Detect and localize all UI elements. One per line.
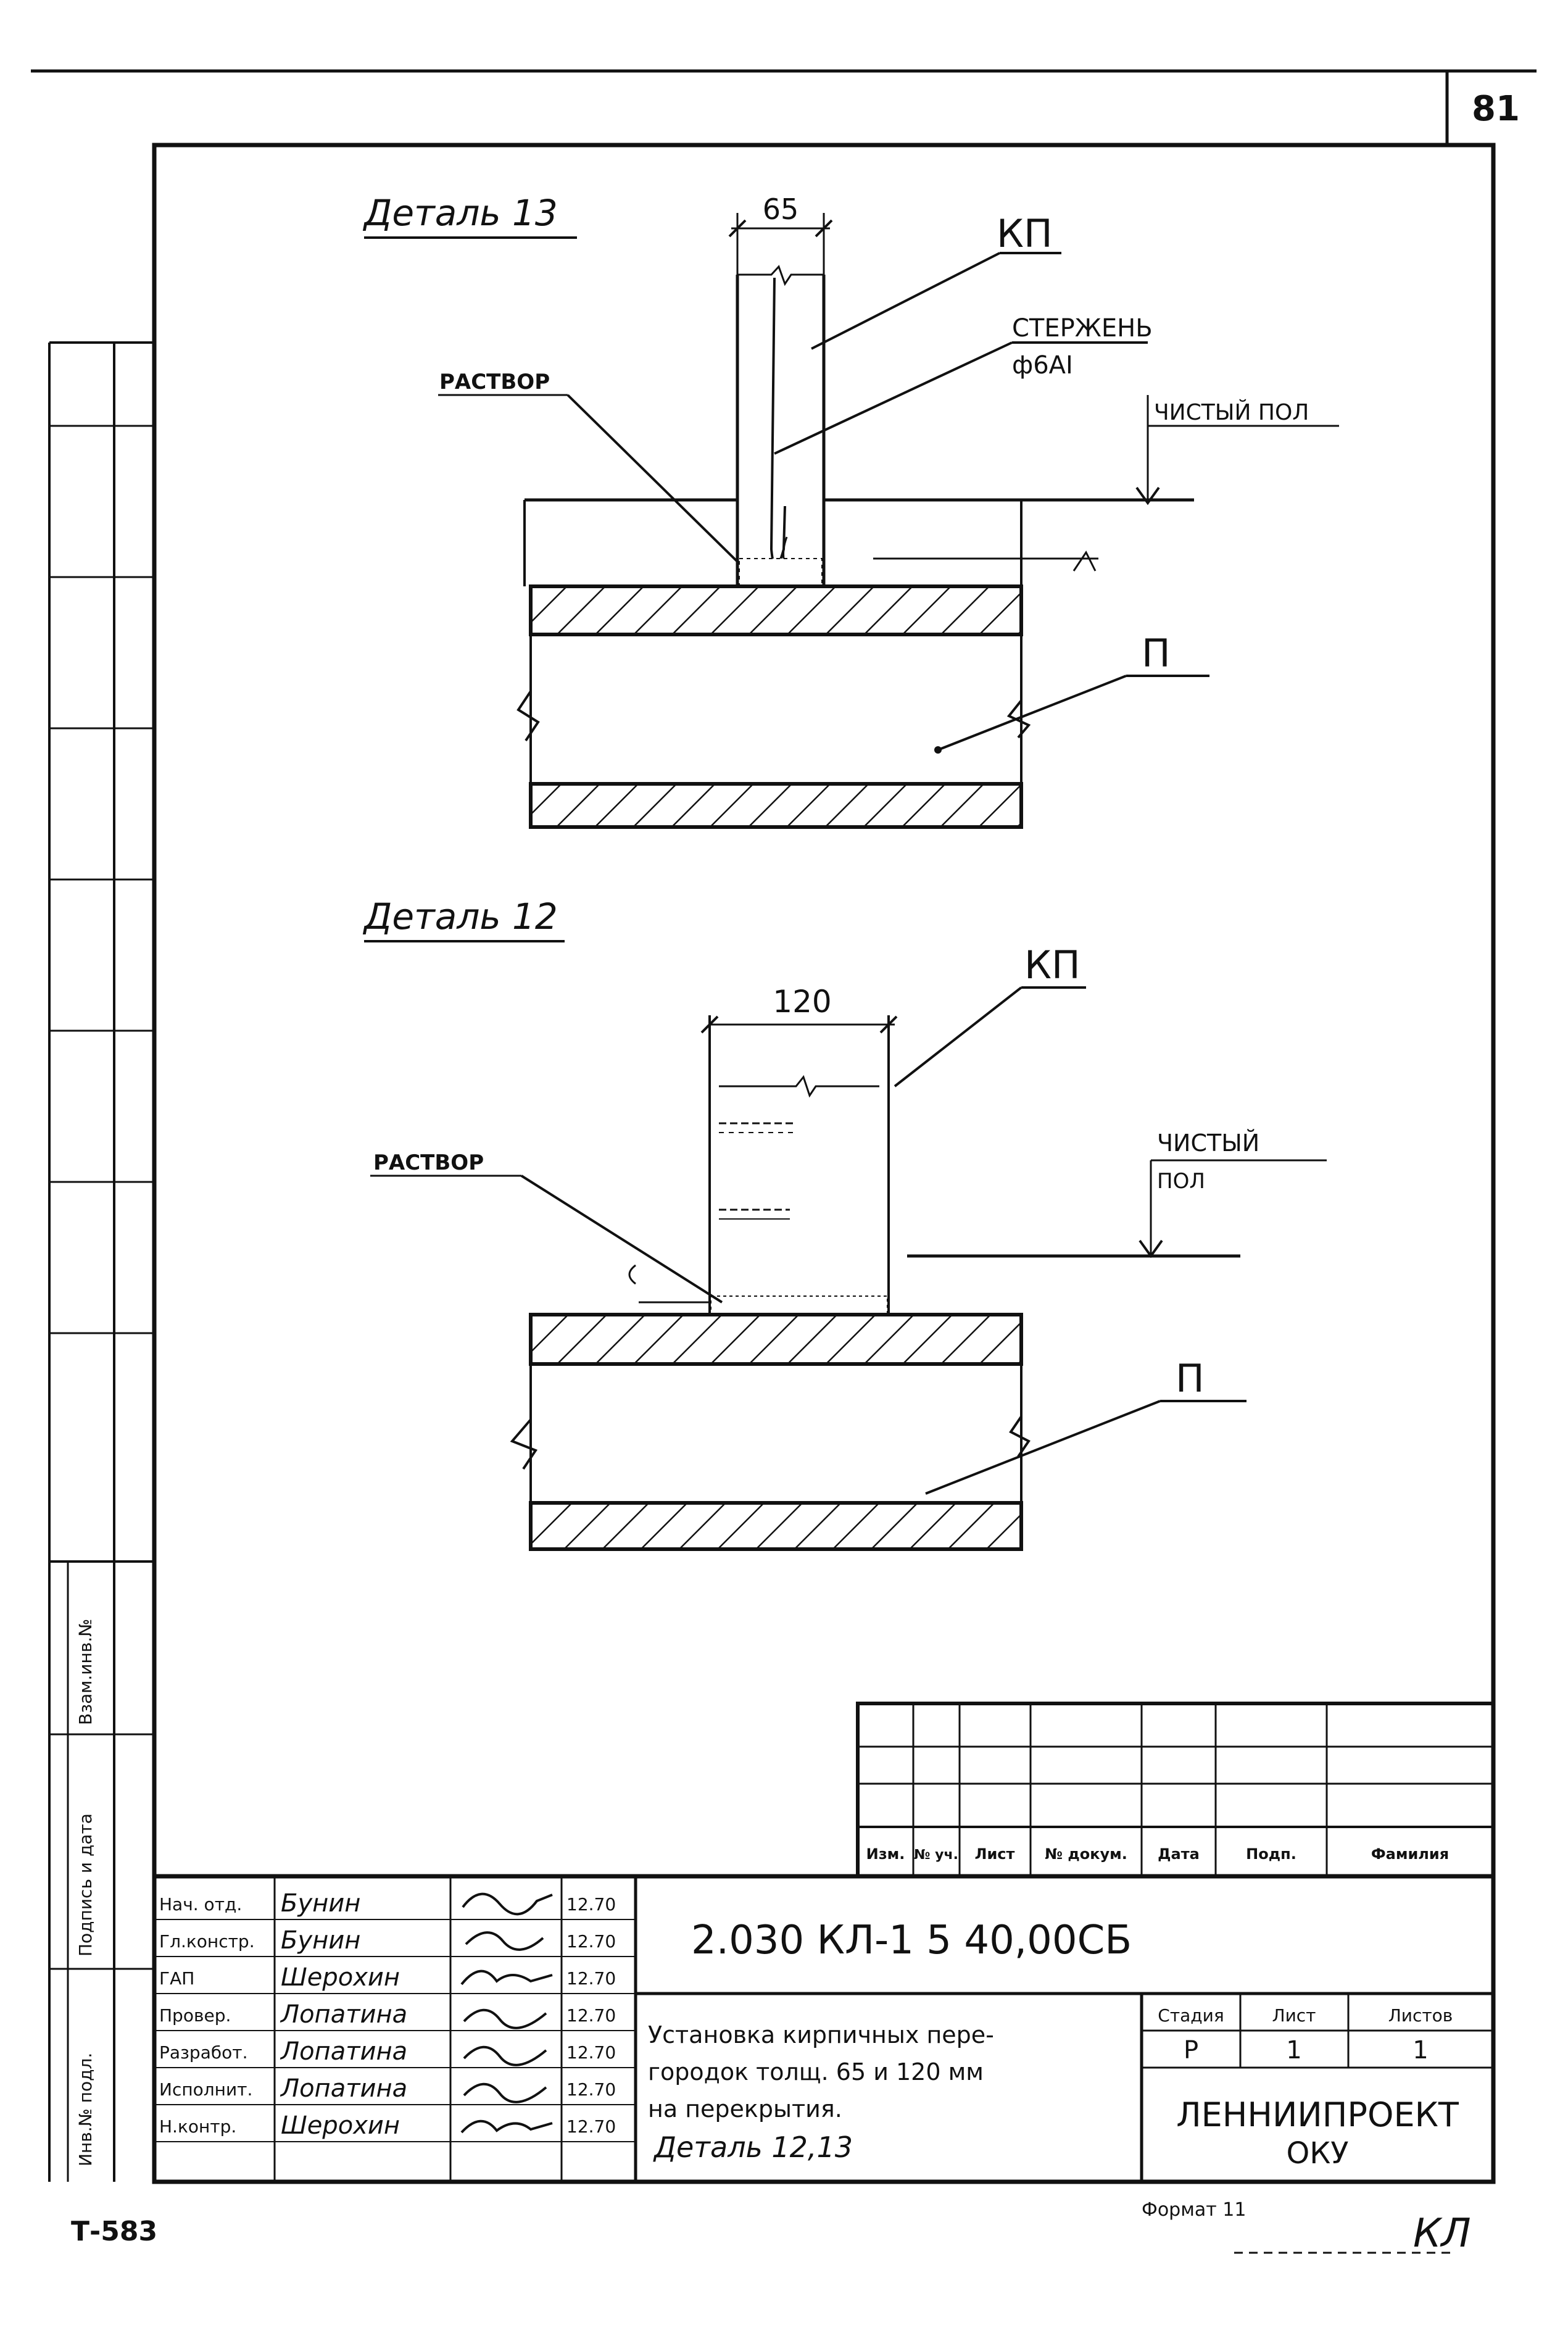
- detail-12-dimension: 120: [773, 984, 831, 1020]
- role-checked: Провер.: [159, 2005, 231, 2026]
- stage-header: Стадия: [1158, 2005, 1224, 2026]
- detail-13-label-kp: КП: [997, 211, 1053, 256]
- sheets-header: Листов: [1388, 2005, 1453, 2026]
- page-number: 81: [1472, 89, 1520, 129]
- detail-12-label-slab: П: [1176, 1356, 1205, 1401]
- detail-13-title: Деталь 13: [362, 192, 558, 234]
- detail-13-label-slab: П: [1142, 631, 1171, 676]
- date-row-2: 12.70: [566, 1931, 616, 1952]
- sheet-header: Лист: [1272, 2005, 1316, 2026]
- date-row-7: 12.70: [566, 2116, 616, 2137]
- role-gap: ГАП: [159, 1968, 194, 1989]
- name-row-2: Бунин: [281, 1926, 360, 1955]
- detail-12-label-floor-1: ЧИСТЫЙ: [1157, 1129, 1259, 1157]
- stamp-inventory-label: Инв.№ подл.: [75, 2053, 96, 2166]
- name-row-7: Шерохин: [281, 2111, 400, 2140]
- detail-13-label-rod-1: СТЕРЖЕНЬ: [1012, 314, 1153, 343]
- description-line-3: на перекрытия.: [648, 2095, 842, 2123]
- role-norm-control: Н.контр.: [159, 2116, 236, 2137]
- date-row-1: 12.70: [566, 1894, 616, 1915]
- detail-13-mortar: [739, 558, 823, 587]
- sheets-value: 1: [1412, 2036, 1428, 2065]
- inventory-stamp: Т-583: [71, 2216, 157, 2247]
- name-row-3: Шерохин: [281, 1963, 400, 1992]
- organisation-name: ЛЕННИИПРОЕКТ: [1176, 2095, 1459, 2134]
- detail-13: Деталь 13 65 КП: [362, 192, 1339, 829]
- detail-12-slab-bottom-shell: [529, 1501, 1023, 1551]
- detail-13-label-rod-2: ф6АI: [1012, 351, 1073, 380]
- name-row-1: Бунин: [281, 1889, 360, 1918]
- date-row-5: 12.70: [566, 2042, 616, 2063]
- detail-13-label-floor: ЧИСТЫЙ ПОЛ: [1154, 399, 1309, 425]
- description-line-1: Установка кирпичных пере-: [648, 2021, 994, 2048]
- name-row-4: Лопатина: [280, 2000, 407, 2029]
- date-row-3: 12.70: [566, 1968, 616, 1989]
- sheet-value: 1: [1286, 2036, 1301, 2065]
- revision-col-date: Дата: [1158, 1845, 1200, 1863]
- detail-12-slab-top-shell: [529, 1313, 1023, 1366]
- detail-13-dimension: 65: [763, 193, 799, 226]
- left-stamp-strip: [48, 341, 154, 2182]
- revision-col-change: Изм.: [866, 1845, 905, 1863]
- name-row-6: Лопатина: [280, 2074, 407, 2103]
- document-code: 2.030 КЛ-1 5 40,00СБ: [691, 1918, 1132, 1963]
- role-developed: Разработ.: [159, 2042, 247, 2063]
- detail-13-slab-top-shell: [529, 584, 1023, 636]
- stage-value: Р: [1184, 2036, 1198, 2065]
- description-line-2: городок толщ. 65 и 120 мм: [648, 2058, 984, 2086]
- stamp-replacement-label: Взам.инв.№: [75, 1619, 96, 1725]
- name-row-5: Лопатина: [280, 2037, 407, 2066]
- title-block: [152, 1874, 1496, 2184]
- detail-12: Деталь 12 120 КП РАСТВОР: [362, 896, 1327, 1551]
- description-line-4: Деталь 12,13: [653, 2131, 853, 2164]
- date-row-6: 12.70: [566, 2079, 616, 2100]
- stamp-signature-label: Подпись и дата: [75, 1813, 96, 1957]
- detail-12-mortar: [710, 1295, 888, 1315]
- detail-12-label-kp: КП: [1024, 942, 1081, 988]
- revision-col-signature: Подп.: [1246, 1845, 1296, 1863]
- corner-mark: КЛ: [1413, 2211, 1471, 2256]
- detail-13-rod: [769, 277, 786, 568]
- revision-col-surname: Фамилия: [1371, 1845, 1449, 1863]
- detail-12-label-floor-2: ПОЛ: [1157, 1169, 1205, 1194]
- organisation-dept: ОКУ: [1286, 2136, 1348, 2171]
- detail-12-title: Деталь 12: [362, 896, 558, 938]
- role-chief-designer: Гл.констр.: [159, 1931, 255, 1952]
- revision-col-sheet: Лист: [975, 1845, 1015, 1863]
- format-label: Формат 11: [1142, 2199, 1246, 2221]
- role-executed: Исполнит.: [159, 2079, 252, 2100]
- date-row-4: 12.70: [566, 2005, 616, 2026]
- detail-12-label-mortar: РАСТВОР: [373, 1150, 484, 1175]
- role-head-of-dept: Нач. отд.: [159, 1894, 242, 1915]
- revision-col-document: № докум.: [1045, 1845, 1127, 1863]
- signatures: [460, 1892, 553, 2134]
- detail-13-slab-bottom-shell: [529, 782, 1023, 829]
- detail-13-label-mortar: РАСТВОР: [439, 370, 550, 394]
- revision-col-section: № уч.: [914, 1847, 958, 1863]
